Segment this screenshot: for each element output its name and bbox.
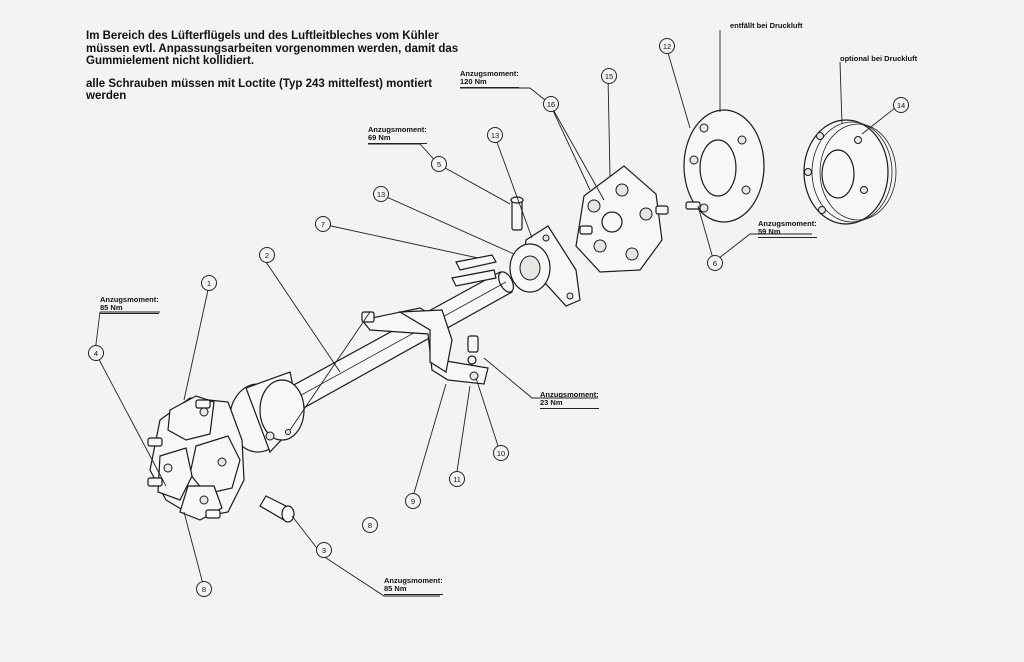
note-loctite: alle Schrauben müssen mit Loctite (Typ 2…	[86, 77, 433, 103]
torque-caption: Anzugsmoment:	[100, 295, 159, 304]
remark-entfaellt: entfällt bei Druckluft	[730, 21, 803, 30]
balloon-8-hub: 8	[362, 517, 378, 533]
balloon-11: 11	[449, 471, 465, 487]
rubber-coupling-element	[147, 395, 245, 521]
balloon-12: 12	[659, 38, 675, 54]
balloon-9: 9	[405, 493, 421, 509]
torque-label-85-bottom: Anzugsmoment: 85 Nm	[384, 577, 443, 595]
screw-3	[259, 495, 295, 523]
torque-caption: Anzugsmoment:	[368, 125, 427, 134]
note-clearance: Im Bereich des Lüfterflügels und des Luf…	[86, 30, 459, 67]
torque-value: 69 Nm	[368, 133, 391, 142]
torque-caption: Anzugsmoment:	[758, 219, 817, 228]
balloon-14: 14	[893, 97, 909, 113]
torque-caption: Anzugsmoment:	[460, 69, 519, 78]
torque-value: 23 Nm	[540, 398, 563, 407]
torque-caption: Anzugsmoment:	[540, 390, 599, 399]
balloon-13-upper: 13	[487, 127, 503, 143]
balloon-10: 10	[493, 445, 509, 461]
balloon-5: 5	[431, 156, 447, 172]
torque-label-23: Anzugsmoment: 23 Nm	[540, 391, 599, 409]
balloon-8-coupling: 8	[196, 581, 212, 597]
torque-caption: Anzugsmoment:	[384, 576, 443, 585]
balloon-7: 7	[315, 216, 331, 232]
torque-label-59: Anzugsmoment: 59 Nm	[758, 220, 817, 238]
torque-label-69: Anzugsmoment: 69 Nm	[368, 126, 427, 144]
pulley	[803, 119, 897, 225]
balloon-6: 6	[707, 255, 723, 271]
torque-label-85-left: Anzugsmoment: 85 Nm	[100, 296, 159, 314]
adapter-ring	[683, 109, 765, 223]
remark-optional: optional bei Druckluft	[840, 54, 918, 63]
support-bracket	[360, 307, 489, 385]
balloon-13-lower: 13	[373, 186, 389, 202]
torque-label-120: Anzugsmoment: 120 Nm	[460, 70, 519, 88]
leader-lines	[94, 30, 901, 597]
balloon-2: 2	[259, 247, 275, 263]
clamp-ring	[509, 196, 581, 307]
balloon-4: 4	[88, 345, 104, 361]
torque-value: 120 Nm	[460, 77, 487, 86]
assembly-notes: Im Bereich des Lüfterflügels und des Luf…	[86, 30, 466, 113]
torque-value: 85 Nm	[384, 584, 407, 593]
balloon-1: 1	[201, 275, 217, 291]
balloon-15: 15	[601, 68, 617, 84]
drive-shaft	[269, 254, 514, 421]
torque-value: 85 Nm	[100, 303, 123, 312]
balloon-16: 16	[543, 96, 559, 112]
balloon-3: 3	[316, 542, 332, 558]
flange-plate	[575, 165, 669, 273]
torque-value: 59 Nm	[758, 227, 781, 236]
clamp-hub	[229, 371, 305, 454]
